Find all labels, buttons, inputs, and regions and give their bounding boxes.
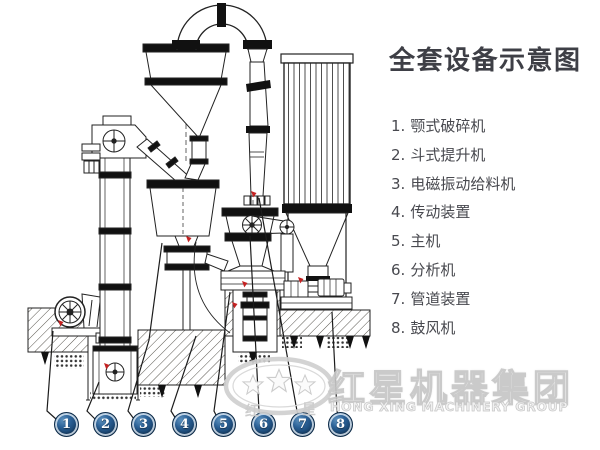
powder-collector-drawing bbox=[240, 291, 270, 342]
pipeline-drawing bbox=[172, 3, 272, 206]
analyzer-section-drawing bbox=[225, 215, 275, 235]
transmission-drawing bbox=[251, 215, 295, 273]
page-title: 全套设备示意图 bbox=[389, 46, 582, 76]
callout-badge-7: 7 bbox=[290, 412, 315, 437]
callout-badge-6: 6 bbox=[251, 412, 276, 437]
equipment-list-item-1: 1.颚式破碎机 bbox=[391, 117, 486, 135]
callout-badge-4: 4 bbox=[172, 412, 197, 437]
equipment-list-item-5: 5.主机 bbox=[391, 232, 441, 251]
callout-badge-8: 8 bbox=[328, 412, 353, 437]
equipment-list-item-3: 3.电磁振动给料机 bbox=[391, 174, 516, 193]
equipment-diagram bbox=[27, 3, 371, 420]
equipment-list-item-8: 8.鼓风机 bbox=[391, 318, 456, 337]
equipment-list-item-7: 7.管道装置 bbox=[391, 289, 471, 308]
equipment-list: 1.颚式破碎机 2.斗式提升机 3.电磁振动给料机 4.传动装置 5.主机 6.… bbox=[391, 112, 515, 342]
blower-drawing bbox=[280, 278, 353, 310]
hopper-feeder-drawing bbox=[146, 179, 231, 334]
dust-collector-drawing bbox=[280, 53, 354, 310]
callout-badge-3: 3 bbox=[131, 412, 156, 437]
equipment-list-item-2: 2.斗式提升机 bbox=[391, 145, 486, 164]
callout-badge-1: 1 bbox=[54, 412, 79, 437]
callout-badge-5: 5 bbox=[211, 412, 236, 437]
callout-badge-2: 2 bbox=[93, 412, 118, 437]
equipment-list-item-6: 6.分析机 bbox=[391, 260, 456, 279]
main-mill-drawing bbox=[220, 192, 295, 300]
equipment-list-item-4: 4.传动装置 bbox=[391, 203, 471, 222]
